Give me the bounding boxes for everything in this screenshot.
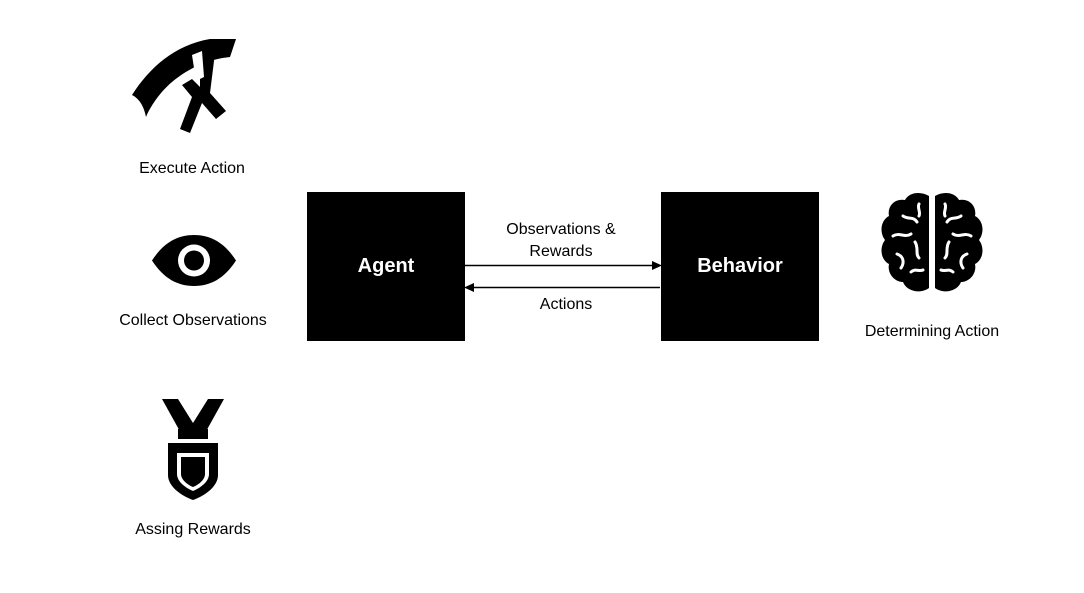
agent-label: Agent <box>357 255 415 277</box>
agent-box: Agent <box>307 192 465 341</box>
eye-icon <box>152 235 236 286</box>
forward-arrow-label: Observations & Rewards <box>506 219 615 263</box>
backward-arrow <box>464 283 660 292</box>
determining-action-label: Determining Action <box>864 323 1000 340</box>
scythe-icon <box>132 39 236 133</box>
backward-arrow-label: Actions <box>539 296 593 313</box>
assing-rewards-label: Assing Rewards <box>135 521 251 538</box>
forward-arrow <box>465 261 662 270</box>
forward-arrow-label-line1: Observations & <box>506 221 616 238</box>
collect-observations-label: Collect Observations <box>119 312 267 329</box>
medal-icon <box>162 399 224 500</box>
execute-action-label: Execute Action <box>139 160 245 177</box>
brain-icon <box>881 192 983 292</box>
behavior-box: Behavior <box>661 192 819 341</box>
behavior-label: Behavior <box>697 255 783 277</box>
forward-arrow-label-line2: Rewards <box>529 243 593 260</box>
